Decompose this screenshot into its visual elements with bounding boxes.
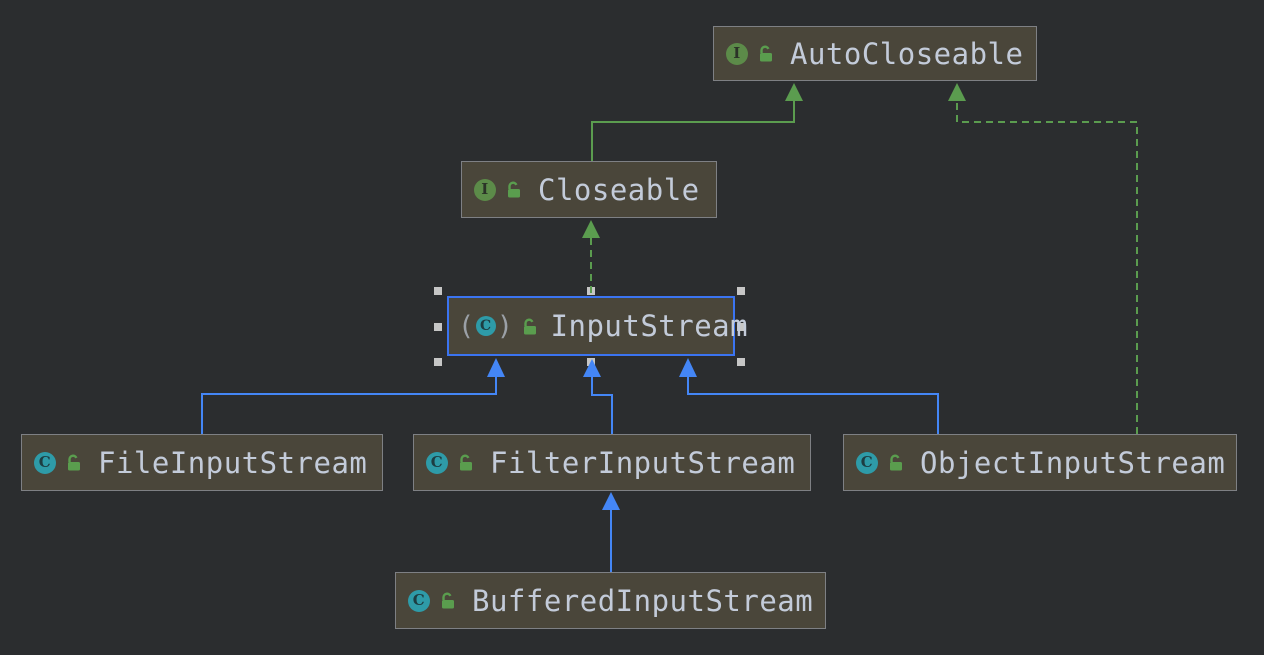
node-filterinputstream[interactable]: C FilterInputStream [413,434,811,491]
arrowhead-extends-inputstream-right [679,358,697,377]
unlocked-icon [886,453,905,472]
node-bufferedinputstream[interactable]: C BufferedInputStream [395,572,826,629]
arrowhead-extends-filterinputstream [602,492,620,510]
arrowhead-extends-inputstream-left [487,358,505,377]
class-icon: C [34,451,56,474]
class-icon: C [426,451,448,474]
edge-closeable-extends-autocloseable[interactable] [591,101,795,161]
arrowhead-extends-inputstream-middle [583,359,601,377]
edge-filterinputstream-extends-inputstream[interactable] [591,377,613,434]
selection-handle-e[interactable] [737,323,745,331]
unlocked-icon [520,317,539,336]
node-objectinputstream[interactable]: C ObjectInputStream [843,434,1237,491]
node-label: InputStream [550,309,749,343]
node-label: BufferedInputStream [472,583,814,618]
selection-handle-w[interactable] [434,323,442,331]
node-closeable[interactable]: I Closeable [461,161,717,218]
paren-open: ( [458,310,475,342]
class-icon: C [856,451,878,474]
arrowhead-implements-closeable [582,220,600,238]
unlocked-icon [64,453,83,472]
unlocked-icon [456,453,475,472]
interface-icon: I [726,42,748,65]
selection-handle-se[interactable] [737,358,745,366]
unlocked-icon [504,180,523,199]
class-icon: C [475,316,496,336]
node-label: FilterInputStream [490,445,796,480]
node-autocloseable[interactable]: I AutoCloseable [713,26,1037,81]
node-fileinputstream[interactable]: C FileInputStream [21,434,383,491]
selection-handle-ne[interactable] [737,287,745,295]
node-label: AutoCloseable [790,36,1024,71]
arrowhead-implements-autocloseable-right [948,83,966,101]
abstract-class-icon: ( C ) [457,313,515,340]
unlocked-icon [438,591,457,610]
node-label: Closeable [538,172,700,207]
interface-icon: I [474,178,496,201]
edge-objectinputstream-extends-inputstream[interactable] [687,377,939,434]
node-label: FileInputStream [98,445,368,480]
edge-fileinputstream-extends-inputstream[interactable] [201,377,497,434]
unlocked-icon [756,44,775,63]
class-icon: C [408,589,430,612]
node-label: ObjectInputStream [920,445,1226,480]
edge-objectinputstream-implements-autocloseable[interactable] [956,101,1138,434]
node-inputstream[interactable]: ( C ) InputStream [447,296,748,356]
arrowhead-extends-autocloseable-left [785,83,803,101]
selection-handle-sw[interactable] [434,358,442,366]
selection-handle-nw[interactable] [434,287,442,295]
paren-close: ) [496,310,514,342]
